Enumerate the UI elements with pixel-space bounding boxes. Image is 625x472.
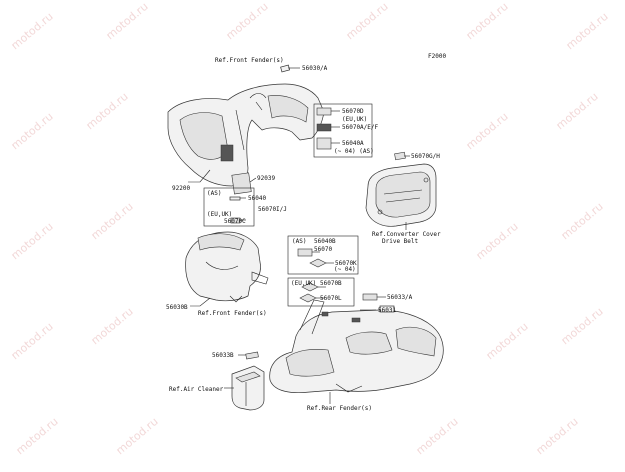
part-56033b-label: 56033B (212, 352, 234, 359)
front-fender-part (167, 64, 325, 187)
decal-56070aef (316, 123, 332, 132)
part-56070d-label: 56070D (342, 108, 364, 115)
watermark: motod.ru (414, 415, 461, 457)
leader-lines (188, 67, 410, 404)
labels: Ref.Front Fender(s) 56030/A 56070D (EU,U… (166, 57, 441, 412)
watermark: motod.ru (564, 10, 611, 52)
part-56070aef-label: 56070A/E/F (342, 124, 379, 131)
watermark: motod.ru (484, 320, 531, 362)
to04-note-2: (~ 04) (334, 266, 356, 273)
ref-rear-fender-label: Ref.Rear Fender(s) (307, 405, 372, 412)
watermark: motod.ru (224, 0, 271, 42)
decal-56040a (316, 137, 332, 150)
drive-belt-label: Drive Belt (382, 238, 419, 245)
watermark: motod.ru (89, 305, 136, 347)
ref-front-fender-label: Ref.Front Fender(s) (215, 57, 284, 64)
part-56040b-label: 56040B (314, 238, 336, 245)
part-56070l-label: 56070L (320, 295, 342, 302)
part-56070-label: 56070 (314, 246, 332, 253)
part-56070b-label: 56070B (320, 280, 342, 287)
part-56030b-label: 56030B (166, 304, 188, 311)
watermark: motod.ru (474, 220, 521, 262)
watermark: motod.ru (9, 220, 56, 262)
decal-56070d (316, 107, 332, 116)
front-fender-lower-part (185, 231, 269, 303)
decal-56070c (230, 217, 241, 224)
decal-56040b (297, 248, 313, 257)
eu-uk-note-2: (EU,UK) (207, 211, 232, 218)
figure-code: F2000 (428, 53, 446, 60)
decal-56033a (362, 293, 378, 301)
ref-air-cleaner-label: Ref.Air Cleaner (169, 386, 224, 393)
decal-56070ij (231, 172, 252, 195)
eu-uk-note-3: (EU,UK) (291, 280, 316, 287)
watermark: motod.ru (114, 415, 161, 457)
part-56030a-label: 56030/A (302, 65, 328, 72)
part-56070k-label: 56070K (335, 260, 357, 267)
part-56070gh-label: 56070G/H (411, 153, 440, 160)
watermark: motod.ru (559, 305, 606, 347)
watermark: motod.ru (9, 10, 56, 52)
to04-as-note: (~ 04) (AS) (334, 148, 374, 155)
watermark: motod.ru (464, 110, 511, 152)
decal-56040 (229, 196, 241, 201)
air-cleaner-part (231, 365, 265, 411)
ref-front-fender-mid-label: Ref.Front Fender(s) (198, 310, 267, 317)
converter-cover-part (365, 163, 437, 227)
watermark: motod.ru (9, 320, 56, 362)
watermark: motod.ru (554, 90, 601, 132)
part-56031-label: 56031 (378, 307, 396, 314)
watermark: motod.ru (14, 415, 61, 457)
decal-56033b (245, 351, 259, 360)
part-56070c-label: 56070C (224, 218, 246, 225)
part-56033a-label: 56033/A (387, 294, 413, 301)
part-56070ij-label: 56070I/J (258, 206, 287, 213)
watermark: motod.ru (344, 0, 391, 42)
as-note-1: (AS) (207, 190, 221, 197)
decal-56070gh (394, 151, 406, 161)
watermark: motod.ru (84, 90, 131, 132)
watermark: motod.ru (464, 0, 511, 42)
group-boxes (203, 103, 373, 307)
watermark: motod.ru (534, 415, 581, 457)
decals (229, 107, 406, 360)
rear-fender-part (269, 299, 444, 394)
part-56040a-label: 56040A (342, 140, 364, 147)
watermark: motod.ru (89, 200, 136, 242)
watermark: motod.ru (9, 110, 56, 152)
watermark: motod.ru (559, 200, 606, 242)
ref-converter-cover-label: Ref.Converter Cover (372, 231, 441, 238)
part-56040-label: 56040 (248, 195, 266, 202)
part-92200-label: 92200 (172, 185, 190, 192)
watermark: motod.ru (104, 0, 151, 42)
as-note-2: (AS) (292, 238, 306, 245)
decal-56070k (309, 258, 327, 268)
part-92039-label: 92039 (257, 175, 275, 182)
eu-uk-note-1: (EU,UK) (342, 116, 367, 123)
